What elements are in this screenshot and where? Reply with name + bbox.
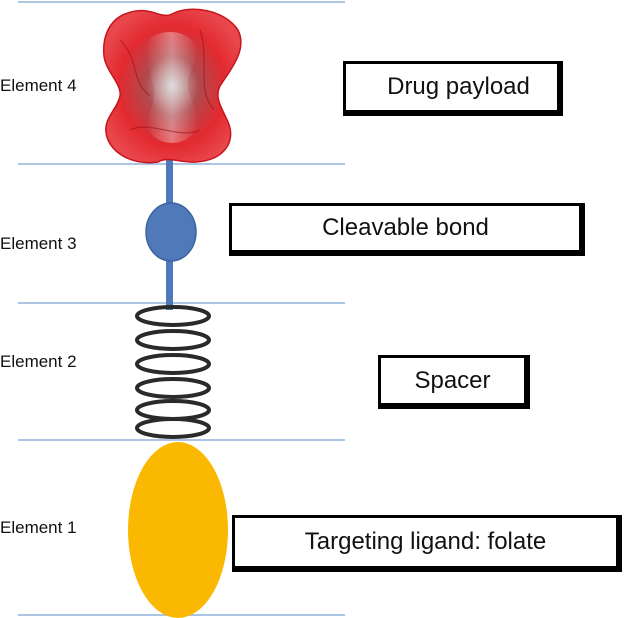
targeting-ligand-box: Targeting ligand: folate — [232, 515, 622, 572]
drug-payload-shape — [102, 8, 242, 164]
targeting-ligand-shape — [128, 442, 228, 618]
element-1-label: Element 1 — [0, 518, 77, 537]
cleavable-bond-text: Cleavable bond — [322, 214, 489, 241]
spacer-box: Spacer — [378, 355, 530, 409]
cleavable-bond-shape — [145, 202, 197, 262]
cleavable-bond-box: Cleavable bond — [229, 203, 585, 256]
drug-payload-text: Drug payload — [387, 73, 530, 100]
element-2-label: Element 2 — [0, 352, 77, 371]
drug-payload-box: Drug payload — [343, 61, 563, 116]
spacer-text: Spacer — [414, 366, 491, 394]
element-3-label: Element 3 — [0, 234, 77, 253]
spacer-spring-shape — [135, 305, 211, 439]
element-4-label: Element 4 — [0, 76, 77, 95]
targeting-ligand-text: Targeting ligand: folate — [304, 528, 547, 555]
